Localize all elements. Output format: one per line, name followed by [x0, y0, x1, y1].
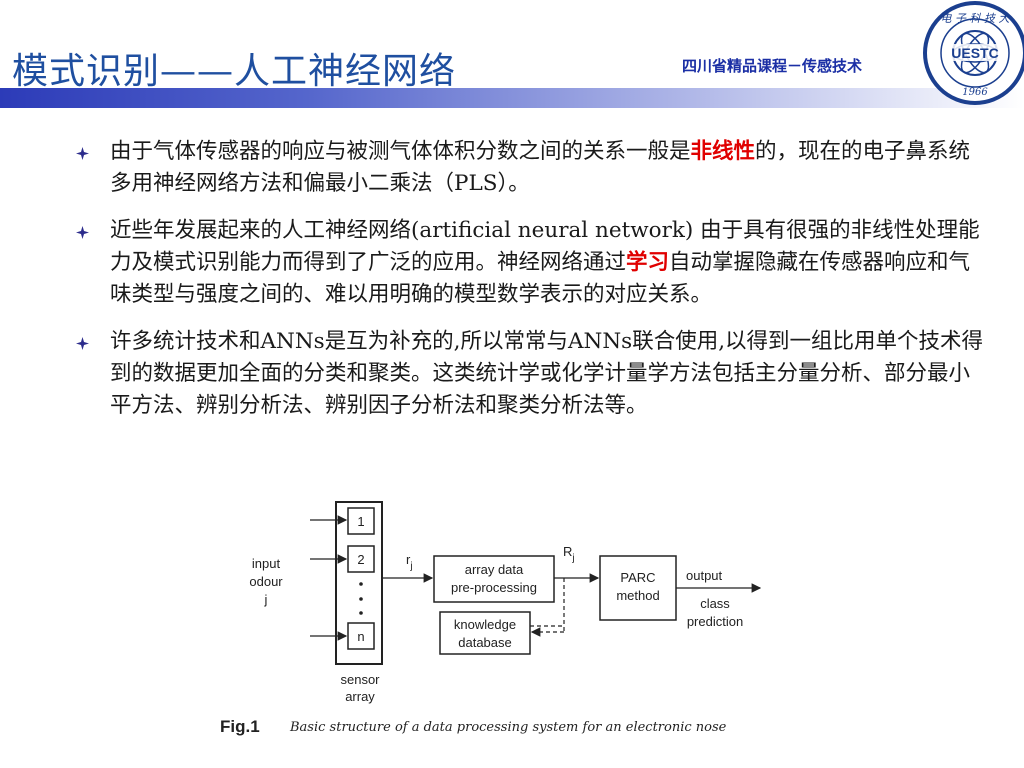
highlight-learning: 学习	[626, 250, 670, 275]
sensor-1	[347, 507, 375, 535]
text-run: 近些年发展起来的人工神经网络(artificial neural network…	[110, 218, 980, 275]
parc-line1: PARC	[620, 570, 655, 585]
diamond-bullet-icon	[76, 215, 110, 311]
sensor-2	[347, 545, 375, 573]
bullet-text: 由于气体传感器的响应与被测气体体积分数之间的关系一般是非线性的，现在的电子鼻系统…	[110, 136, 986, 200]
text-run: 许多统计技术和ANNs是互为补充的,所以常常与ANNs联合使用,以得到一组比用单…	[110, 329, 984, 418]
bullet-text: 近些年发展起来的人工神经网络(artificial neural network…	[110, 215, 986, 311]
output-label: output	[686, 568, 723, 583]
sensor-array-frame	[335, 501, 383, 665]
knowledge-line2: database	[458, 635, 512, 650]
sensor-2-label: 2	[357, 552, 364, 567]
sensor-label: sensor	[340, 672, 380, 687]
slide-title: 模式识别——人工神经网络	[12, 51, 457, 92]
bullet-list: 由于气体传感器的响应与被测气体体积分数之间的关系一般是非线性的，现在的电子鼻系统…	[76, 136, 986, 437]
figure-caption-label: Fig.1	[220, 717, 260, 736]
seal-year: 1966	[962, 87, 988, 98]
text-run: 的，现在的电子鼻系统多用神经网络方法和偏最小二乘法（PLS）。	[110, 139, 971, 196]
input-label: input	[252, 556, 281, 571]
j-label: j	[264, 592, 268, 607]
course-name: 四川省精品课程－传感技术	[682, 58, 863, 75]
sensor-n	[347, 622, 375, 650]
knowledge-line1: knowledge	[454, 617, 516, 632]
class-label: class	[700, 596, 730, 611]
title-underline-bar	[0, 88, 1024, 108]
preprocessing-box	[433, 555, 555, 603]
diamond-bullet-icon	[76, 136, 110, 200]
text-run: 由于气体传感器的响应与被测气体体积分数之间的关系一般是	[110, 139, 691, 164]
seal-script-text: 电 子 科 技 大	[941, 12, 1011, 25]
preprocess-line2: pre-processing	[451, 580, 537, 595]
parc-method-box	[599, 555, 677, 621]
rj-label: rj	[406, 552, 413, 572]
highlight-nonlinear: 非线性	[690, 139, 756, 164]
sensor-n-label: n	[357, 629, 364, 644]
bullet-item: 许多统计技术和ANNs是互为补充的,所以常常与ANNs联合使用,以得到一组比用单…	[76, 326, 986, 422]
bullet-text: 许多统计技术和ANNs是互为补充的,所以常常与ANNs联合使用,以得到一组比用单…	[110, 326, 986, 422]
figure-caption-text: Basic structure of a data processing sys…	[289, 720, 727, 735]
seal-abbr: UESTC	[951, 45, 998, 61]
odour-label: odour	[249, 574, 283, 589]
parc-line2: method	[616, 588, 659, 603]
university-seal-icon: 电 子 科 技 大 UESTC 1966	[923, 1, 1024, 105]
Rj-label: Rj	[563, 544, 575, 564]
bullet-item: 由于气体传感器的响应与被测气体体积分数之间的关系一般是非线性的，现在的电子鼻系统…	[76, 136, 986, 200]
preprocess-line1: array data	[465, 562, 524, 577]
prediction-label: prediction	[687, 614, 743, 629]
bullet-item: 近些年发展起来的人工神经网络(artificial neural network…	[76, 215, 986, 311]
sensor-1-label: 1	[357, 514, 364, 529]
array-label: array	[345, 689, 375, 704]
text-run: 自动掌握隐藏在传感器响应和气味类型与强度之间的、难以用明确的模型数学表示的对应关…	[110, 250, 971, 307]
knowledge-database-box	[439, 611, 531, 655]
enose-block-diagram: 1 2 n input odour j sensor array rj arra…	[220, 501, 762, 736]
diamond-bullet-icon	[76, 326, 110, 422]
